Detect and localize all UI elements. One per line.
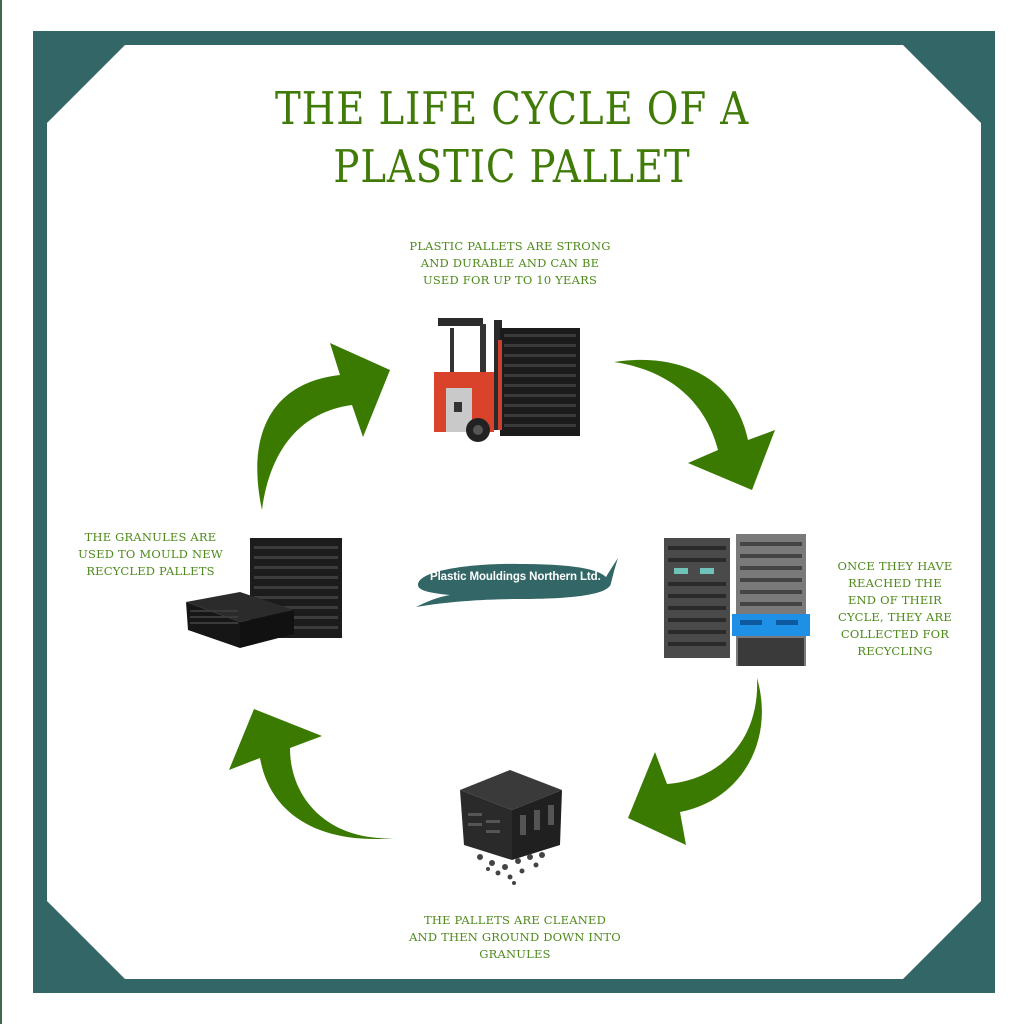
caption-line: END OF THEIR: [847, 593, 943, 607]
caption-line: USED FOR UP TO 10 YEARS: [422, 273, 598, 287]
caption-line: THE GRANULES ARE: [84, 530, 217, 544]
caption-line: AND DURABLE AND CAN BE: [420, 256, 600, 270]
ground-pallet-granules-image: [460, 770, 562, 885]
arrow-left-top-icon: [257, 343, 390, 510]
caption-line: PLASTIC PALLETS ARE STRONG: [409, 239, 611, 253]
used-pallet-stacks-image: [664, 534, 810, 666]
company-logo-icon: [416, 558, 618, 607]
arrow-bottom-left-icon: [229, 709, 396, 840]
company-logo-text: Plastic Mouldings Northern Ltd.: [430, 571, 601, 583]
caption-line: THE PALLETS ARE CLEANED: [423, 913, 607, 927]
caption-line: GRANULES: [479, 947, 551, 961]
caption-line: USED TO MOULD NEW: [78, 547, 223, 561]
caption-mould: THE GRANULES ARE USED TO MOULD NEW RECYC…: [58, 529, 243, 580]
caption-grind: THE PALLETS ARE CLEANED AND THEN GROUND …: [390, 912, 640, 963]
page-title: THE LIFE CYCLE OF A PLASTIC PALLET: [72, 80, 953, 196]
caption-line: ONCE THEY HAVE: [837, 559, 953, 573]
title-line-1: THE LIFE CYCLE OF A: [274, 82, 750, 135]
title-line-2: PLASTIC PALLET: [333, 140, 691, 193]
left-edge-line: [0, 0, 2, 1024]
caption-line: RECYCLED PALLETS: [86, 564, 215, 578]
arrow-right-bottom-icon: [628, 678, 762, 845]
arrow-top-right-icon: [614, 359, 775, 490]
caption-line: COLLECTED FOR: [840, 627, 950, 641]
new-recycled-pallets-image: [186, 538, 342, 648]
caption-use: PLASTIC PALLETS ARE STRONG AND DURABLE A…: [380, 238, 640, 289]
caption-line: AND THEN GROUND DOWN INTO: [409, 930, 621, 944]
forklift-pallets-image: [434, 318, 580, 442]
caption-line: CYCLE, THEY ARE: [837, 610, 953, 624]
caption-line: REACHED THE: [848, 576, 942, 590]
caption-line: RECYCLING: [857, 644, 933, 658]
caption-collect: ONCE THEY HAVE REACHED THE END OF THEIR …: [815, 558, 975, 660]
